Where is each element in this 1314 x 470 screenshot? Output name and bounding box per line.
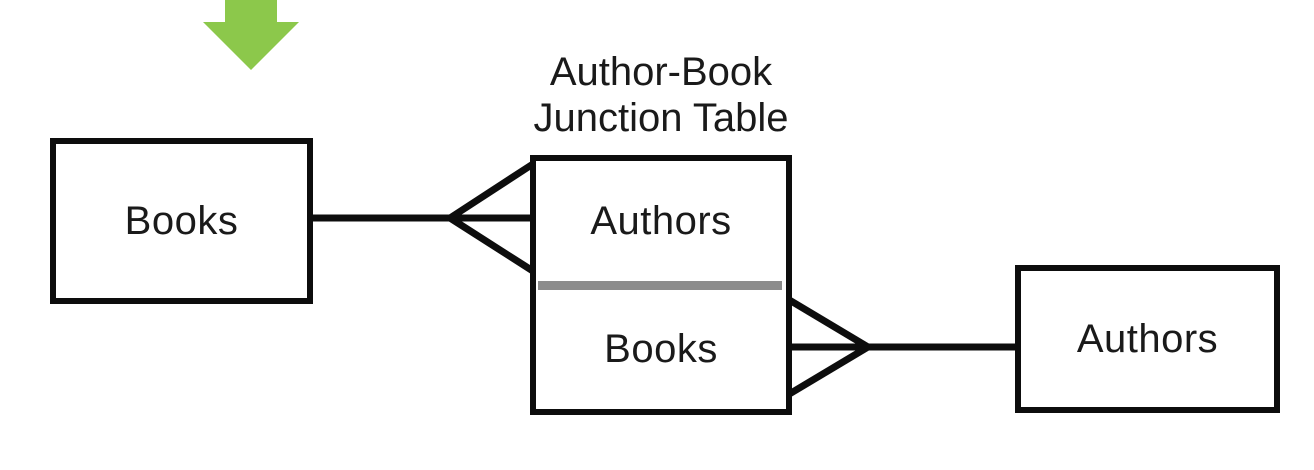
junction-row-books: Books (536, 290, 786, 409)
junction-table: Authors Books (530, 155, 792, 415)
relationship-books-junction (313, 159, 538, 276)
entity-authors: Authors (1015, 265, 1280, 413)
junction-row-authors: Authors (536, 161, 786, 281)
crow-foot-many-icon (784, 343, 870, 400)
crow-foot-many-icon (784, 294, 870, 351)
entity-authors-label: Authors (1076, 316, 1219, 361)
junction-divider (538, 281, 782, 290)
crow-foot-many-icon (448, 215, 538, 276)
relationship-junction-authors (784, 294, 1015, 400)
entity-books-label: Books (124, 198, 239, 243)
junction-books-label: Books (604, 327, 718, 371)
junction-authors-label: Authors (590, 198, 732, 243)
junction-table-title: Author-Book Junction Table (533, 50, 789, 140)
crow-foot-many-icon (448, 159, 538, 221)
entity-books: Books (50, 138, 313, 304)
down-arrow-icon (203, 0, 299, 70)
